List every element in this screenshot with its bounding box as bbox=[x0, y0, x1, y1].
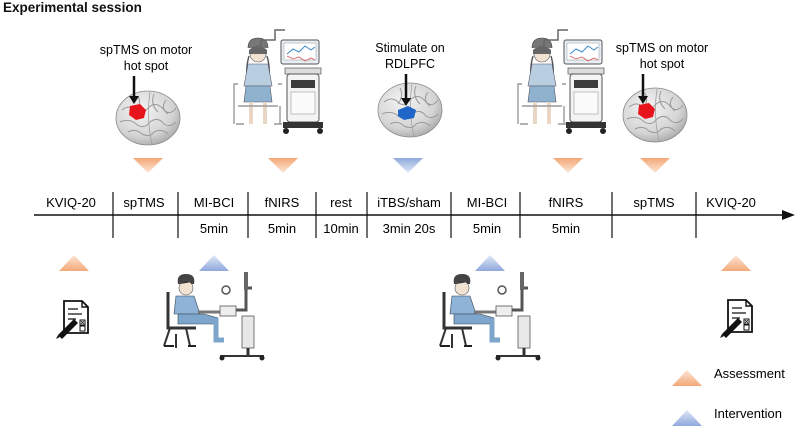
step-duration: 3min 20s bbox=[383, 221, 436, 236]
motor-hotspot-marker bbox=[638, 103, 655, 119]
timeline-arrowhead-icon bbox=[782, 210, 795, 220]
intervention-marker bbox=[393, 158, 423, 173]
stimulate-label-line2: RDLPFC bbox=[385, 57, 435, 71]
arrow-head-icon bbox=[638, 96, 648, 104]
page-title: Experimental session bbox=[3, 0, 142, 15]
sptms-label-1-line1: spTMS on motor bbox=[100, 43, 192, 57]
brain-motor-icon-1 bbox=[115, 90, 181, 146]
legend-assessment-swatch bbox=[672, 370, 702, 386]
stimulate-label-line1: Stimulate on bbox=[375, 41, 445, 55]
assessment-marker bbox=[268, 158, 298, 173]
brain-rdlpfc-icon bbox=[377, 82, 443, 138]
step-duration: 5min bbox=[473, 221, 501, 236]
sptms-label-2-line2: hot spot bbox=[640, 57, 685, 71]
timeline bbox=[34, 192, 795, 238]
step-label: rest bbox=[330, 195, 352, 210]
step-duration: 5min bbox=[268, 221, 296, 236]
intervention-marker bbox=[199, 255, 229, 271]
step-label: fNIRS bbox=[549, 195, 584, 210]
step-label: KVIQ-20 bbox=[46, 195, 96, 210]
legend: Assessment Intervention bbox=[672, 366, 785, 426]
step-label: iTBS/sham bbox=[377, 195, 441, 210]
assessment-marker bbox=[59, 255, 89, 271]
questionnaire-icon bbox=[55, 300, 89, 340]
arrow-head-icon bbox=[401, 98, 411, 106]
fnirs-subject-icon-2 bbox=[516, 36, 568, 126]
step-label: spTMS bbox=[633, 195, 675, 210]
assessment-marker bbox=[133, 158, 163, 173]
assessment-marker bbox=[640, 158, 670, 173]
sptms-label-1-line2: hot spot bbox=[124, 59, 169, 73]
step-label: fNIRS bbox=[265, 195, 300, 210]
mi-bci-setup-icon-2 bbox=[440, 272, 541, 361]
step-label: MI-BCI bbox=[194, 195, 234, 210]
mi-bci-setup-icon-1 bbox=[164, 272, 265, 361]
questionnaire-icon bbox=[719, 299, 753, 339]
assessment-marker bbox=[553, 158, 583, 173]
assessment-marker bbox=[721, 255, 751, 271]
step-label: MI-BCI bbox=[467, 195, 507, 210]
rdlpfc-marker bbox=[398, 106, 416, 120]
legend-assessment-label: Assessment bbox=[714, 366, 785, 381]
step-duration: 10min bbox=[323, 221, 358, 236]
step-duration: 5min bbox=[552, 221, 580, 236]
motor-hotspot-marker bbox=[129, 104, 146, 120]
brain-motor-icon-2 bbox=[622, 87, 688, 143]
step-label: KVIQ-20 bbox=[706, 195, 756, 210]
step-label: spTMS bbox=[123, 195, 165, 210]
legend-intervention-label: Intervention bbox=[714, 406, 782, 421]
fnirs-subject-icon-1 bbox=[232, 36, 284, 126]
legend-intervention-swatch bbox=[672, 410, 702, 426]
intervention-marker bbox=[475, 255, 505, 271]
sptms-label-2-line1: spTMS on motor bbox=[616, 41, 708, 55]
arrow-head-icon bbox=[129, 96, 139, 104]
step-duration: 5min bbox=[200, 221, 228, 236]
